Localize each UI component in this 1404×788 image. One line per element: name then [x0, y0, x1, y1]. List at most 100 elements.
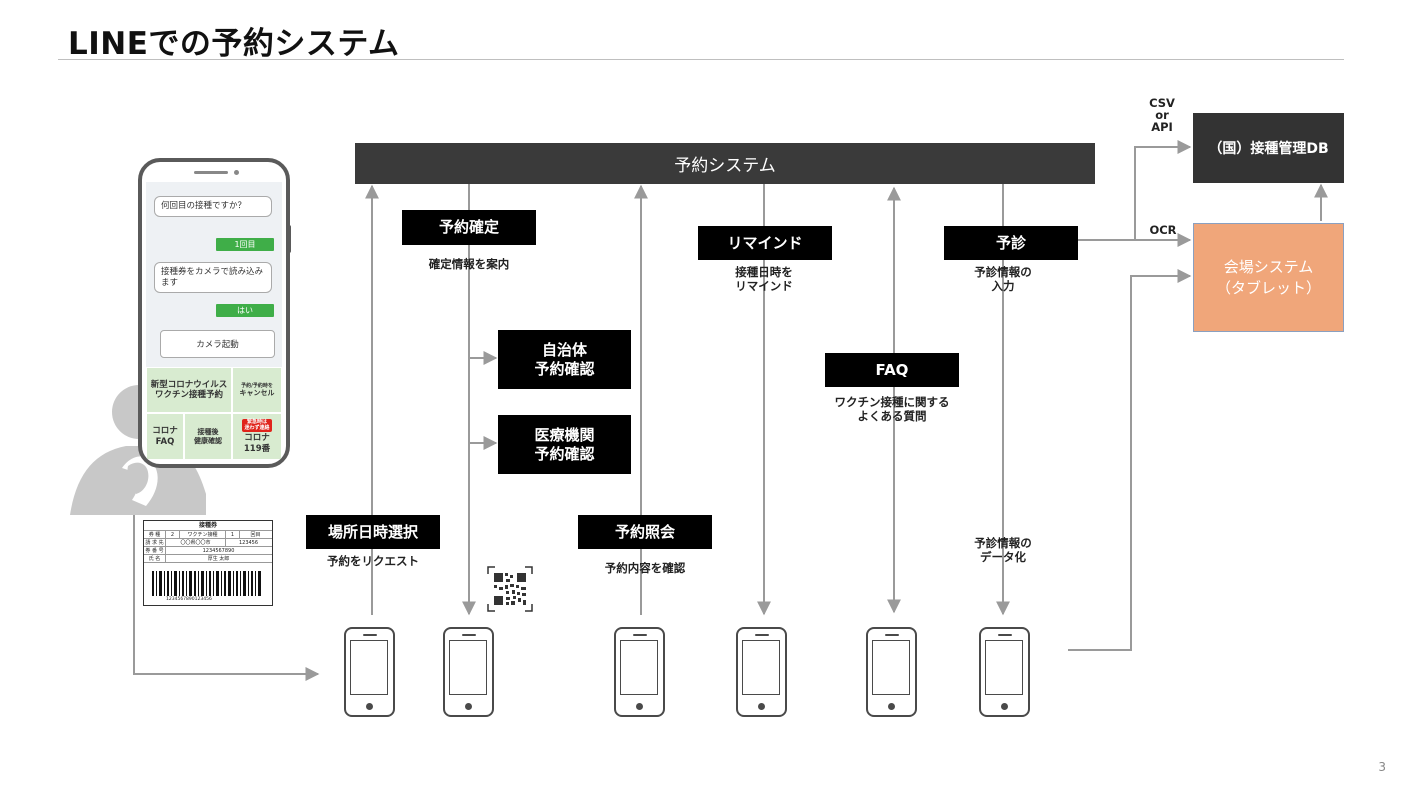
venue-line1: 会場システム	[1223, 258, 1314, 277]
page-title: LINEでの予約システム	[68, 26, 400, 62]
csv-api-label: CSV or API	[1146, 97, 1178, 133]
menu-vaccine-booking-line1: 新型コロナウイルス	[150, 379, 228, 390]
qr-code-icon	[487, 566, 533, 612]
arrow-csv-api	[1134, 140, 1192, 240]
phone-screen	[872, 640, 910, 695]
menu-119-line1: コロナ	[244, 433, 270, 444]
phone-home-button	[888, 703, 895, 710]
ticket-row-1: 券 種 2 ワクチン接種 1 回目	[144, 531, 272, 539]
caption-remind-1: 接種日時を	[735, 265, 793, 279]
phone-home-button	[465, 703, 472, 710]
jichitai-line2: 予約確認	[534, 359, 595, 378]
ticket-cell: 券 番 号	[144, 547, 166, 554]
reservation-system-bar: 予約システム	[355, 143, 1095, 184]
label-basho: 場所日時選択	[306, 515, 440, 549]
phone-speaker	[462, 634, 476, 636]
ticket-cell: 2	[166, 531, 180, 538]
label-faq: FAQ	[825, 353, 959, 387]
smartphone-icon	[979, 627, 1030, 717]
jichitai-line1: 自治体	[541, 340, 587, 359]
menu-health-line2: 健康確認	[194, 436, 222, 445]
venue-line2: （タブレット）	[1215, 278, 1321, 297]
ticket-cell: ワクチン接種	[180, 531, 226, 538]
caption-yoshin-1: 予診情報の	[974, 265, 1032, 279]
emergency-badge-line2: 迷わず連絡	[244, 424, 270, 431]
phone-home-button	[636, 703, 643, 710]
caption-yoshin: 予診情報の 入力	[974, 265, 1032, 294]
phone-screen	[985, 640, 1023, 695]
menu-cancel[interactable]: 予約/予約時を キャンセル	[232, 367, 282, 413]
phone-home-button	[1001, 703, 1008, 710]
chat-area: 何回目の接種ですか？ 1回目 接種券をカメラで読み込みます はい カメラ起動	[146, 182, 282, 367]
ticket-cell: 1	[226, 531, 240, 538]
barcode-icon	[152, 571, 261, 596]
menu-cancel-line1: 予約/予約時を	[241, 382, 273, 389]
caption-remind: 接種日時を リマインド	[735, 265, 793, 294]
menu-vaccine-booking[interactable]: 新型コロナウイルス ワクチン接種予約	[146, 367, 232, 413]
ticket-cell: 1234567890	[202, 548, 235, 554]
ticket-row-3: 券 番 号 1234567890	[144, 547, 272, 555]
arrow-user-phone	[133, 510, 320, 681]
iryo-line2: 予約確認	[534, 444, 595, 463]
caption-shokai: 予約内容を確認	[604, 561, 686, 575]
caption-faq-2: よくある質問	[857, 409, 927, 424]
phone-side-button	[287, 225, 291, 253]
label-iryo: 医療機関 予約確認	[498, 415, 631, 474]
caption-basho: 予約をリクエスト	[327, 554, 419, 568]
phone-screen	[620, 640, 658, 695]
smartphone-icon	[736, 627, 787, 717]
chat-bubble-question-2: 接種券をカメラで読み込みます	[154, 262, 272, 294]
phone-home-button	[366, 703, 373, 710]
label-yoshin: 予診	[944, 226, 1078, 260]
menu-vaccine-booking-line2: ワクチン接種予約	[154, 390, 223, 400]
menu-corona-faq[interactable]: コロナ FAQ	[146, 413, 184, 460]
api-text: API	[1151, 120, 1173, 135]
rich-menu: 新型コロナウイルス ワクチン接種予約 予約/予約時を キャンセル コロナ FAQ…	[146, 367, 282, 460]
phone-speaker	[755, 634, 769, 636]
caption-data-ka-2: データ化	[980, 550, 1026, 565]
barcode-number: 1234567890123456	[166, 597, 212, 602]
ticket-cell: 券 種	[144, 531, 166, 538]
label-jichitai: 自治体 予約確認	[498, 330, 631, 389]
menu-119-line2: 119番	[243, 443, 271, 454]
iryo-line1: 医療機関	[534, 425, 595, 444]
caption-yoshin-2: 入力	[991, 279, 1015, 294]
ticket-header: 接種券	[144, 521, 272, 531]
ticket-cell: 請 求 先	[144, 539, 166, 546]
phone-screen	[449, 640, 487, 695]
line-chat-phone: 何回目の接種ですか？ 1回目 接種券をカメラで読み込みます はい カメラ起動 新…	[138, 158, 290, 468]
menu-faq-line1: コロナ	[152, 426, 178, 437]
chat-reply-2: はい	[216, 304, 274, 317]
smartphone-icon	[344, 627, 395, 717]
menu-cancel-line2: キャンセル	[239, 388, 275, 397]
or-text: or	[1155, 108, 1169, 123]
ticket-row-4: 氏 名 厚生 太郎	[144, 555, 272, 563]
phone-speaker	[885, 634, 899, 636]
phone-screen	[742, 640, 780, 695]
phone-camera	[234, 170, 239, 175]
csv-text: CSV	[1149, 96, 1175, 110]
ticket-cell: 123456	[238, 540, 259, 546]
phone-speaker	[363, 634, 377, 636]
camera-launch-button[interactable]: カメラ起動	[160, 330, 275, 358]
menu-health-line1: 接種後	[197, 428, 219, 437]
menu-faq-line2: FAQ	[155, 436, 175, 447]
phone-speaker	[194, 171, 228, 174]
arrow-phone-venue	[1068, 269, 1192, 651]
caption-data-ka-1: 予診情報の	[974, 536, 1032, 550]
label-yoyaku-kakutei: 予約確定	[402, 210, 536, 245]
emergency-badge-line1: 緊急時は	[246, 419, 267, 426]
ticket-cell: 厚生 太郎	[207, 556, 230, 562]
menu-corona-119[interactable]: 緊急時は 迷わず連絡 コロナ 119番	[232, 413, 282, 460]
caption-data-ka: 予診情報の データ化	[974, 536, 1032, 565]
caption-yoyaku-kakutei: 確定情報を案内	[428, 257, 510, 271]
smartphone-icon	[614, 627, 665, 717]
ticket-cell: 氏 名	[144, 555, 166, 562]
ticket-row-2: 請 求 先 〇〇県〇〇市 123456	[144, 539, 272, 547]
menu-health-check[interactable]: 接種後 健康確認	[184, 413, 232, 460]
vaccination-db-box: （国）接種管理DB	[1193, 113, 1344, 183]
ocr-label: OCR	[1149, 223, 1177, 237]
caption-remind-2: リマインド	[735, 279, 793, 294]
label-remind: リマインド	[698, 226, 832, 260]
vaccination-ticket: 接種券 券 種 2 ワクチン接種 1 回目 請 求 先 〇〇県〇〇市 12345…	[143, 520, 273, 606]
